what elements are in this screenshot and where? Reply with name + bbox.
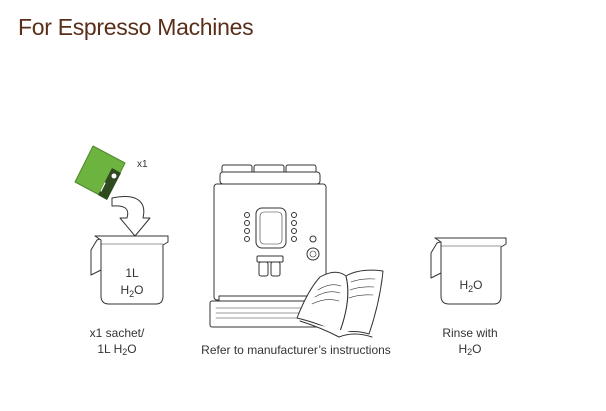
arrow-icon — [111, 196, 151, 237]
step-2-caption-line1: Refer to manufacturer’s instructions — [201, 343, 391, 357]
step-2-caption: Refer to manufacturer’s instructions — [176, 342, 416, 358]
jug-label-volume: 1L — [125, 266, 139, 280]
manual-book-icon — [296, 269, 384, 338]
step-3-caption-line2: H2O — [458, 342, 482, 357]
step-1-caption-line2: 1L H2O — [97, 342, 137, 357]
step-1-caption-line1: x1 sachet/ — [89, 326, 145, 340]
sachet-count: x1 — [137, 159, 148, 170]
espresso-machine-icon — [209, 164, 329, 328]
sachet-icon — [74, 145, 126, 200]
rinse-jug-icon — [430, 237, 507, 305]
page-title: For Espresso Machines — [18, 14, 254, 40]
step-3-caption-line1: Rinse with — [442, 326, 498, 340]
step-3-caption: Rinse with H2O — [420, 325, 520, 357]
jug-icon — [90, 235, 169, 305]
jug-label-water: H2O — [120, 283, 143, 299]
rinse-jug-label: H2O — [459, 278, 482, 294]
step-1-caption: x1 sachet/ 1L H2O — [62, 325, 172, 357]
